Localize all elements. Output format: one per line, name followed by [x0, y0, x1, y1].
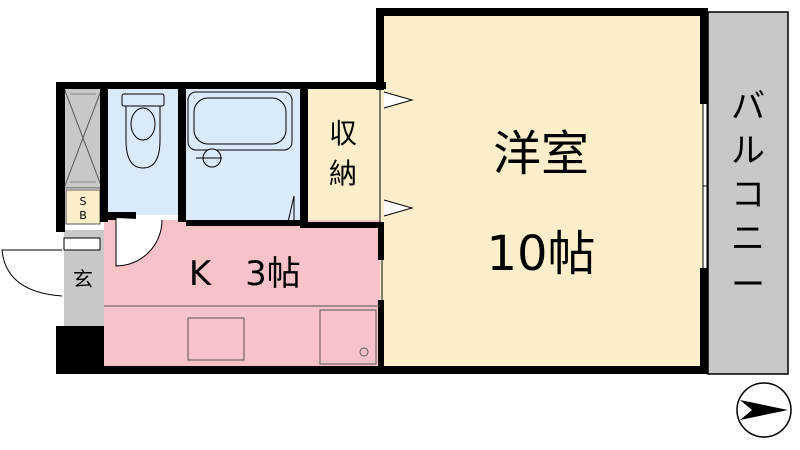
entrance-label: 玄: [73, 267, 93, 291]
balcony-char: ー: [731, 265, 765, 305]
toilet-door: [115, 218, 163, 267]
walls: [56, 8, 708, 374]
balcony-area: [707, 11, 789, 375]
bathtub-icon: [187, 91, 293, 168]
entrance-door: [1, 249, 63, 297]
storage-floor: [307, 88, 380, 226]
balcony-char: ニ: [731, 219, 765, 259]
bath-door: [287, 195, 295, 223]
shoe-box-label-s: S: [80, 195, 87, 208]
storage-label-line1: 収: [329, 117, 357, 150]
storage-door-upper: [383, 91, 414, 109]
kitchen-sink: [187, 317, 245, 361]
western-room-floor: [380, 12, 703, 370]
shoe-box-label-b: B: [79, 209, 87, 222]
kitchen-name: K: [189, 254, 213, 294]
balcony-label: バ ル コ ニ ー: [731, 87, 765, 305]
storage-label-line2: 納: [329, 157, 357, 190]
kitchen-size: 3帖: [245, 254, 301, 294]
compass-icon: [736, 382, 792, 438]
shoe-box: [65, 189, 101, 225]
storage-door-lower: [383, 199, 414, 217]
balcony-char: バ: [731, 87, 765, 127]
toilet-icon: [121, 93, 165, 169]
western-room-name: 洋室: [493, 126, 589, 182]
balcony-char: コ: [731, 175, 765, 215]
balcony-char: ル: [731, 131, 765, 171]
kitchen-appliance: [319, 309, 377, 365]
western-room-size: 10帖: [486, 226, 595, 282]
